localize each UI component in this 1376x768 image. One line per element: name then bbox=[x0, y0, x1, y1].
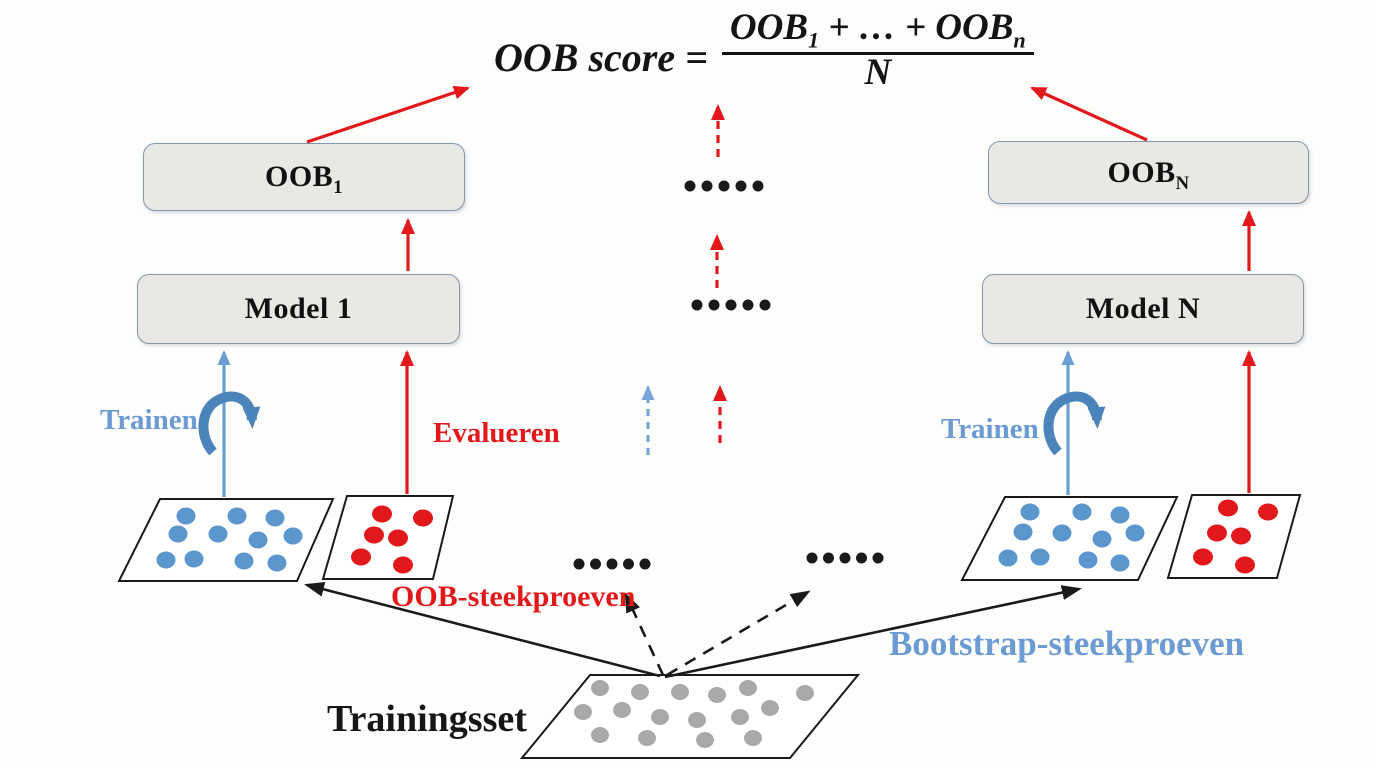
bootstrap-sample-right bbox=[960, 496, 1179, 581]
modeln-box-label: Model N bbox=[1085, 292, 1201, 325]
trainingsset-label: Trainingsset bbox=[327, 698, 527, 740]
formula-lhs: OOB score = bbox=[494, 34, 708, 80]
bootstrap-sample-left bbox=[117, 498, 335, 582]
bootstrap-steekproeven-label: Bootstrap-steekproeven bbox=[889, 624, 1245, 663]
training-set-parallelogram bbox=[519, 674, 861, 759]
trainen-loop-right bbox=[1043, 391, 1106, 456]
trainen-loop-left bbox=[198, 391, 261, 456]
arrow-oob1-to-formula bbox=[306, 85, 470, 144]
formula-numerator: OOB1 + … + OOBn bbox=[721, 5, 1034, 55]
modeln-box: Model N bbox=[982, 274, 1304, 344]
trainen-label-left: Trainen bbox=[100, 404, 198, 436]
oob1-box-label: OOB1 bbox=[265, 160, 343, 198]
bootstrap-dots-right bbox=[998, 503, 1145, 572]
formula-denominator: N bbox=[864, 52, 892, 93]
oob1-box: OOB1 bbox=[143, 143, 465, 211]
oob-sample-left bbox=[321, 495, 455, 580]
red-dashed-arrows bbox=[710, 104, 727, 443]
model1-box-label: Model 1 bbox=[244, 292, 353, 325]
formula-fraction: OOB1 + … + OOBn N bbox=[721, 5, 1034, 94]
oob-sample-right bbox=[1166, 494, 1302, 579]
arrow-oobn-to-formula bbox=[1030, 86, 1148, 142]
evalueren-label: Evalueren bbox=[433, 417, 560, 449]
oob-score-formula: OOB score = OOB1 + … + OOBn N bbox=[494, 5, 1034, 94]
oobn-box: OOBN bbox=[988, 141, 1309, 204]
oobn-box-label: OOBN bbox=[1107, 155, 1190, 194]
model1-box: Model 1 bbox=[137, 274, 460, 344]
ellipsis-dots bbox=[573, 180, 884, 570]
trainen-label-right: Trainen bbox=[941, 413, 1039, 445]
black-dashed-arrows bbox=[624, 590, 811, 677]
oob-dots-left bbox=[351, 505, 433, 574]
bootstrap-dots-left bbox=[156, 507, 303, 572]
training-dots bbox=[574, 680, 814, 748]
oob-steekproeven-label: OOB-steekproeven bbox=[391, 580, 636, 613]
oob-dots-right bbox=[1193, 499, 1278, 574]
